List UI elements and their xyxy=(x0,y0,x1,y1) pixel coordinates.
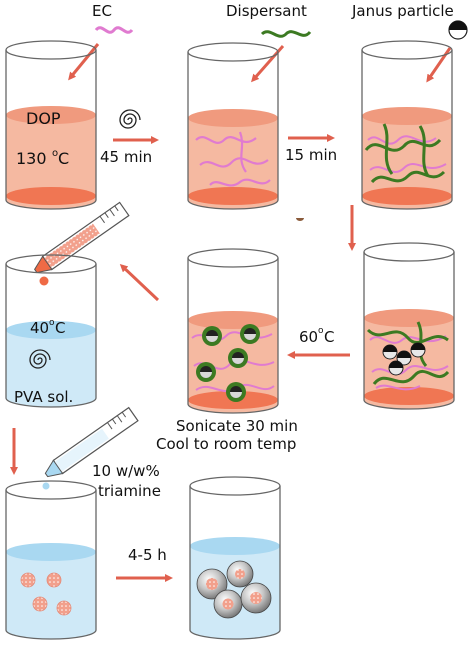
microcapsule xyxy=(240,582,272,614)
microcapsule xyxy=(196,568,228,600)
degree-mark-60: o xyxy=(318,326,324,336)
degree-mark-40: o xyxy=(49,318,55,328)
emulsion-droplet xyxy=(20,572,36,588)
ec-strand-icon xyxy=(94,26,134,34)
triamine-label: triamine xyxy=(98,482,161,500)
dop-label: DOP xyxy=(26,109,61,128)
beaker-8 xyxy=(189,476,281,640)
microcapsule xyxy=(213,589,243,619)
janus-particle-icon xyxy=(448,20,468,40)
pva-label: PVA sol. xyxy=(14,388,73,406)
coated-particle xyxy=(228,348,248,368)
time-15min-label: 15 min xyxy=(285,146,337,164)
microcapsule xyxy=(226,560,254,588)
cool-label: Cool to room temp xyxy=(156,435,296,453)
degree-mark-1: o xyxy=(52,148,58,159)
emulsion-droplet xyxy=(56,600,72,616)
beaker-4 xyxy=(363,242,455,410)
dispersant-strand-icon xyxy=(260,30,312,38)
coated-particle xyxy=(202,326,222,346)
triamine-amount-label: 10 w/w% xyxy=(92,462,160,480)
beaker-1: DOP 130 o C xyxy=(5,40,97,210)
dispersant-label: Dispersant xyxy=(226,2,307,20)
stir-spiral-icon xyxy=(29,349,51,369)
beaker-3 xyxy=(361,40,453,210)
pipette-triamine xyxy=(42,406,139,490)
emulsion-droplet xyxy=(32,596,48,612)
celsius-40: C xyxy=(55,319,65,337)
coated-particle xyxy=(226,382,246,402)
stir-spiral-icon xyxy=(119,109,141,129)
coated-particle xyxy=(240,324,260,344)
temp-40-label: 40 xyxy=(30,319,49,337)
temp-60-label: 60 xyxy=(299,328,318,346)
beaker-6: 40 o C PVA sol. xyxy=(5,254,97,408)
arrow-ec-in xyxy=(68,43,100,81)
sonicate-label: Sonicate 30 min xyxy=(176,417,298,435)
ec-label: EC xyxy=(92,2,112,20)
beaker-2 xyxy=(187,42,279,210)
celsius-60: C xyxy=(324,328,334,346)
pipette-oil xyxy=(34,201,130,286)
time-4-5h-label: 4-5 h xyxy=(128,546,167,564)
arrow-janus-in xyxy=(426,47,452,83)
arrow-5-to-6 xyxy=(119,263,160,302)
beaker-7 xyxy=(5,480,97,640)
beaker-5 xyxy=(187,248,279,414)
temp-130-label: 130 xyxy=(16,149,47,168)
coated-particle xyxy=(196,362,216,382)
celsius-1: C xyxy=(58,149,69,168)
time-45min-label: 45 min xyxy=(100,148,152,166)
janus-label: Janus particle xyxy=(351,2,454,20)
janus-cluster xyxy=(382,342,426,376)
janus-dot-icon xyxy=(296,218,304,221)
emulsion-droplet xyxy=(46,572,62,588)
